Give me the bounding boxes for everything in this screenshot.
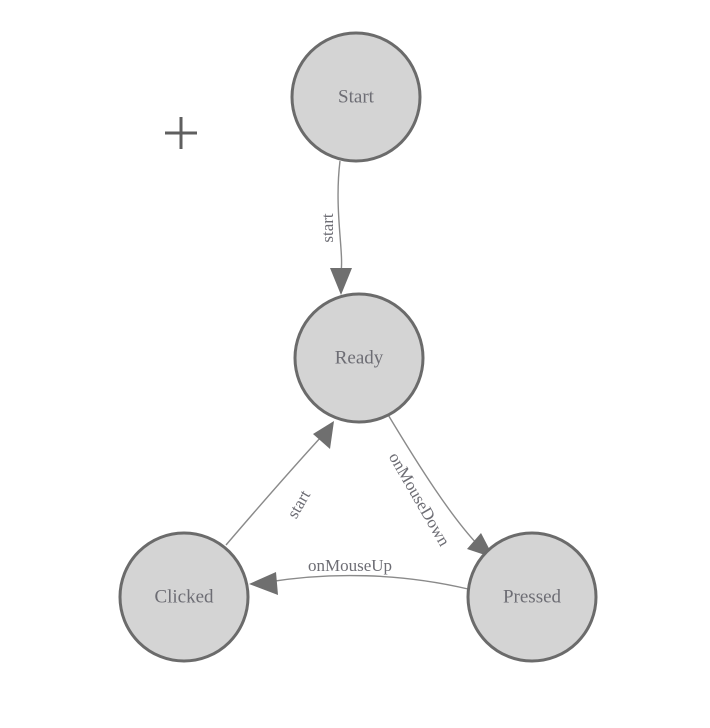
node-label-pressed: Pressed <box>503 586 562 607</box>
arrowhead-icon <box>330 268 352 295</box>
node-clicked[interactable]: Clicked <box>118 531 250 663</box>
edge-label-pressed-to-clicked: onMouseUp <box>308 556 392 575</box>
node-ready[interactable]: Ready <box>293 292 425 424</box>
node-start[interactable]: Start <box>290 31 422 163</box>
edge-label-start-to-ready: start <box>318 213 337 243</box>
arrowhead-icon <box>313 421 334 449</box>
arrowhead-icon <box>249 572 278 595</box>
crosshair-icon <box>165 117 197 149</box>
node-pressed[interactable]: Pressed <box>466 531 598 663</box>
edge-start-to-ready[interactable] <box>330 160 352 295</box>
node-label-start: Start <box>338 86 375 107</box>
node-label-ready: Ready <box>335 347 384 368</box>
edge-clicked-to-ready[interactable] <box>225 421 334 546</box>
node-label-clicked: Clicked <box>154 586 214 607</box>
edge-pressed-to-clicked[interactable] <box>249 572 469 595</box>
edge-label-clicked-to-ready: start <box>283 487 314 522</box>
